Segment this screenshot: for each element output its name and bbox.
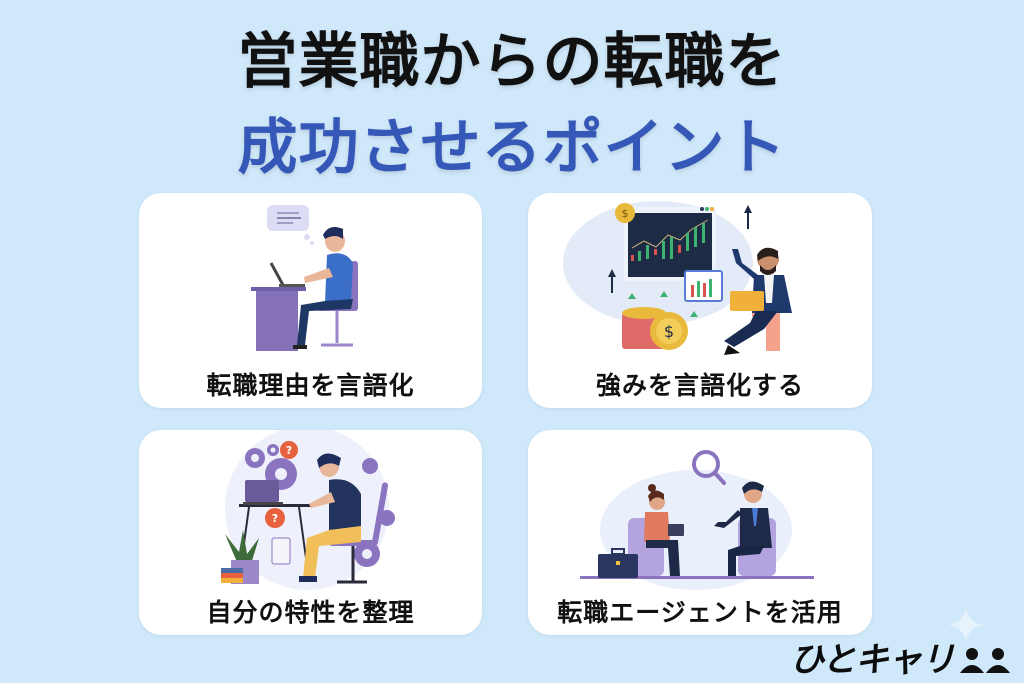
svg-text:?: ?: [272, 512, 278, 525]
brand-logo: ひとキャリ: [790, 643, 1014, 677]
svg-text:$: $: [622, 207, 629, 220]
sparkle-icon: [948, 607, 984, 643]
agent-consultation-icon: [580, 450, 814, 590]
card-label: 強みを言語化する: [595, 371, 804, 400]
card-label: 転職エージェントを活用: [557, 598, 843, 627]
point-card-articulate-strengths: $ $ 強みを言語化する: [528, 193, 872, 408]
point-card-career-change-reason: 転職理由を言語化: [139, 193, 482, 408]
man-analyzing-with-gears-icon: ? ?: [221, 430, 395, 590]
point-card-organize-traits: ? ? 自分の特性を整理: [139, 430, 482, 635]
businessman-with-growth-chart-icon: $ $: [563, 201, 792, 355]
people-icon: [960, 648, 1010, 673]
card-label: 自分の特性を整理: [206, 598, 415, 627]
page-title-line2: 成功させるポイント: [237, 113, 787, 183]
page-title-line1: 営業職からの転職を: [237, 27, 787, 97]
svg-text:$: $: [664, 322, 674, 341]
man-at-desk-thinking-icon: [251, 205, 358, 351]
point-card-use-agent: 転職エージェントを活用: [528, 430, 872, 635]
card-label: 転職理由を言語化: [206, 371, 415, 400]
svg-text:?: ?: [286, 444, 292, 457]
brand-logo-text: ひとキャリ: [790, 640, 955, 680]
